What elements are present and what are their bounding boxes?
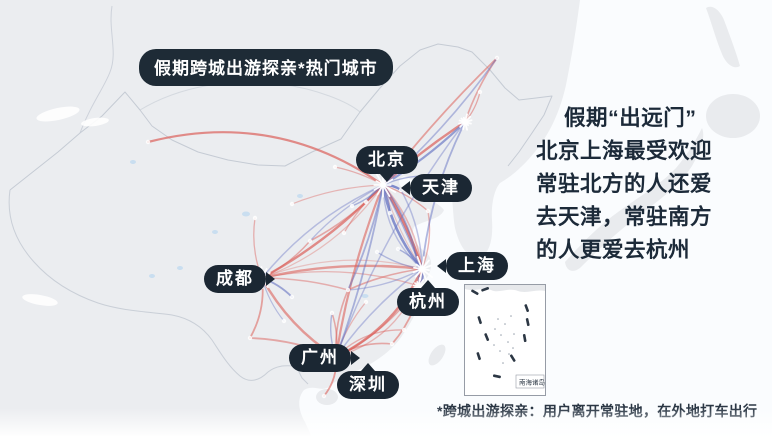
pointer-up-icon bbox=[361, 363, 375, 371]
bottom-fade bbox=[0, 408, 772, 436]
headline-line: 假期“出远门” bbox=[564, 106, 697, 130]
island-shapes bbox=[316, 6, 760, 405]
city-label-text: 广州 bbox=[301, 348, 339, 367]
headline-line: 北京上海最受欢迎 bbox=[536, 139, 713, 163]
flow-line bbox=[260, 264, 424, 280]
sakhalin-island bbox=[706, 6, 740, 68]
sea bbox=[299, 0, 772, 436]
city-label-tianjin: 天津 bbox=[401, 174, 472, 202]
inset-graphic: 南海诸岛 bbox=[465, 285, 545, 389]
city-node bbox=[389, 341, 395, 347]
city-label-text: 杭州 bbox=[409, 292, 447, 311]
city-node bbox=[363, 199, 369, 205]
city-node bbox=[289, 201, 295, 207]
city-label-text: 成都 bbox=[216, 269, 254, 288]
city-label-shenzhen: 深圳 bbox=[337, 363, 399, 399]
city-node bbox=[329, 310, 335, 316]
flow-line bbox=[421, 210, 431, 270]
flow-line bbox=[261, 259, 423, 279]
city-node bbox=[247, 335, 253, 341]
pointer-right-icon bbox=[266, 272, 275, 286]
flow-line bbox=[335, 121, 466, 358]
headline-line: 常驻北方的人还爱 bbox=[536, 172, 713, 196]
hub-starburst-sh bbox=[412, 255, 434, 282]
nine-dash-line bbox=[471, 286, 530, 379]
city-node bbox=[349, 203, 355, 209]
city-label-text: 上海 bbox=[458, 256, 496, 275]
pointer-up-icon bbox=[421, 280, 435, 288]
title-badge: 假期跨城出游探亲*热门城市 bbox=[139, 49, 393, 86]
city-label-shanghai: 上海 bbox=[437, 252, 508, 280]
city-node bbox=[332, 164, 338, 170]
city-node bbox=[321, 393, 327, 399]
headline-line: 去天津，常驻南方 bbox=[536, 205, 713, 229]
pointer-right-icon bbox=[351, 351, 360, 365]
flow-line bbox=[261, 184, 384, 279]
inset-coastline bbox=[465, 285, 545, 292]
flow-line bbox=[146, 131, 385, 187]
city-node bbox=[494, 55, 500, 61]
hainan-island bbox=[316, 389, 338, 405]
city-node bbox=[425, 208, 431, 214]
city-node bbox=[345, 287, 351, 293]
terrain-highlights bbox=[22, 106, 109, 306]
pointer-left-icon bbox=[437, 259, 446, 273]
city-label-text: 天津 bbox=[422, 178, 460, 197]
city-label-text: 深圳 bbox=[349, 375, 387, 394]
pointer-left-icon bbox=[401, 181, 410, 195]
flow-line bbox=[261, 184, 384, 279]
inset-islet-dots bbox=[493, 315, 515, 364]
city-label-hangzhou: 杭州 bbox=[397, 280, 459, 316]
hub-starburst-sy bbox=[458, 113, 473, 131]
japan-arc bbox=[565, 128, 704, 271]
headline-line: 的人更爱去杭州 bbox=[536, 238, 691, 262]
city-node bbox=[341, 230, 347, 236]
city-label-text: 北京 bbox=[368, 150, 406, 169]
city-node bbox=[307, 238, 313, 244]
city-node bbox=[374, 249, 380, 255]
city-node bbox=[401, 327, 407, 333]
city-node bbox=[281, 318, 287, 324]
city-node bbox=[387, 210, 393, 216]
city-label-beijing: 北京 bbox=[356, 146, 418, 182]
pointer-down-icon bbox=[380, 174, 394, 182]
city-node bbox=[145, 139, 151, 145]
lakes bbox=[130, 160, 369, 298]
city-label-chengdu: 成都 bbox=[204, 265, 275, 293]
city-label-guangzhou: 广州 bbox=[289, 344, 360, 372]
flow-line bbox=[261, 270, 420, 287]
city-node bbox=[289, 294, 295, 300]
taiwan-island bbox=[428, 344, 446, 366]
city-node bbox=[252, 215, 258, 221]
city-node bbox=[363, 299, 369, 305]
city-node bbox=[395, 246, 401, 252]
inset-label-box bbox=[515, 374, 545, 389]
flow-line bbox=[400, 189, 423, 270]
city-node bbox=[477, 89, 483, 95]
flow-line bbox=[335, 184, 384, 358]
flow-line bbox=[334, 183, 385, 359]
south-china-sea-inset: 南海诸岛 bbox=[464, 284, 546, 396]
headline-text: 假期“出远门” 北京上海最受欢迎常驻北方的人还爱去天津，常驻南方的人更爱去杭州 bbox=[536, 102, 772, 267]
hokkaido-island bbox=[706, 94, 760, 138]
flow-line bbox=[347, 268, 423, 291]
inset-label: 南海诸岛 bbox=[519, 378, 545, 387]
